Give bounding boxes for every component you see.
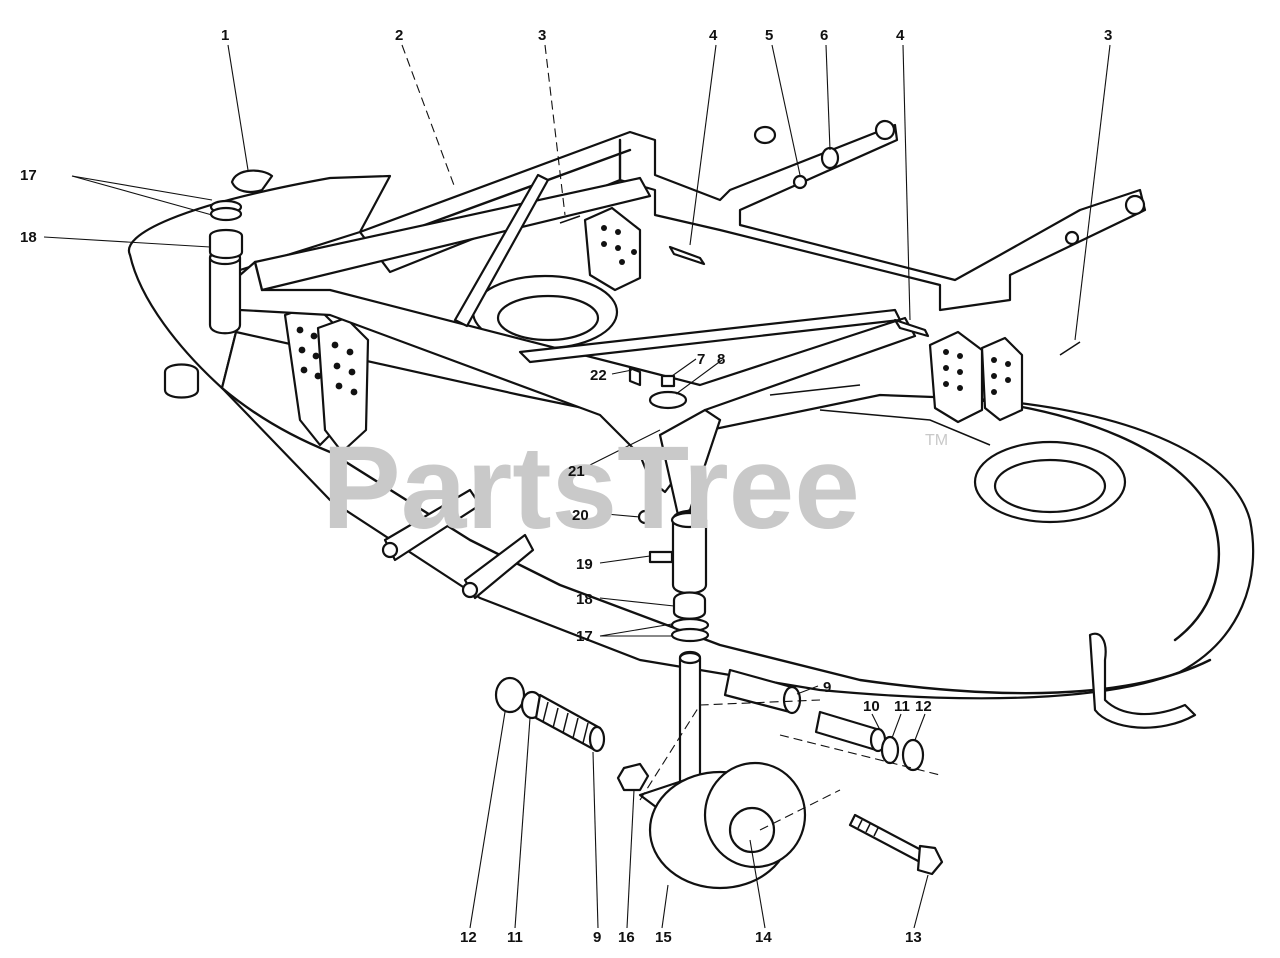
loose-bushing bbox=[163, 363, 200, 399]
callout-9b: 9 bbox=[593, 929, 601, 946]
callout-18a: 18 bbox=[20, 229, 37, 246]
hairpin-clip bbox=[230, 169, 274, 193]
callout-12b: 12 bbox=[460, 929, 477, 946]
callout-11b: 11 bbox=[507, 929, 523, 946]
leader-lines bbox=[43, 44, 1111, 929]
callout-9a: 9 bbox=[823, 679, 831, 696]
callout-12a: 12 bbox=[915, 698, 932, 715]
callout-8: 8 bbox=[717, 351, 725, 368]
callout-22: 22 bbox=[590, 367, 607, 384]
watermark-trademark: TM bbox=[925, 432, 948, 449]
callout-6: 6 bbox=[820, 27, 828, 44]
callout-3a: 3 bbox=[538, 27, 546, 44]
front-lift-brackets bbox=[381, 488, 535, 600]
callout-15: 15 bbox=[655, 929, 672, 946]
callout-20: 20 bbox=[572, 507, 589, 524]
callout-4a: 4 bbox=[709, 27, 718, 44]
watermark-text: PartsTree bbox=[322, 422, 860, 554]
callout-19: 19 bbox=[576, 556, 593, 573]
callout-16: 16 bbox=[618, 929, 635, 946]
caster-assembly bbox=[494, 509, 944, 890]
callout-18b: 18 bbox=[576, 591, 593, 608]
callout-13: 13 bbox=[905, 929, 922, 946]
callout-5: 5 bbox=[765, 27, 773, 44]
watermark: PartsTree TM bbox=[322, 422, 948, 554]
callout-2: 2 bbox=[395, 27, 403, 44]
callout-14: 14 bbox=[755, 929, 772, 946]
callout-11a: 11 bbox=[894, 698, 910, 715]
callout-4b: 4 bbox=[896, 27, 905, 44]
callout-3b: 3 bbox=[1104, 27, 1112, 44]
bushing-18-top bbox=[208, 228, 244, 260]
mower-deck bbox=[127, 174, 1255, 729]
callout-1: 1 bbox=[221, 27, 229, 44]
callout-21: 21 bbox=[568, 463, 585, 480]
callout-7: 7 bbox=[697, 351, 705, 368]
callout-17b: 17 bbox=[576, 628, 593, 645]
callout-10: 10 bbox=[863, 698, 880, 715]
callout-labels: 1 2 3 4 5 6 4 3 17 18 22 7 8 21 20 19 18… bbox=[20, 27, 1112, 946]
deck-hanger-brackets bbox=[283, 206, 1024, 454]
callout-17a: 17 bbox=[20, 167, 37, 184]
